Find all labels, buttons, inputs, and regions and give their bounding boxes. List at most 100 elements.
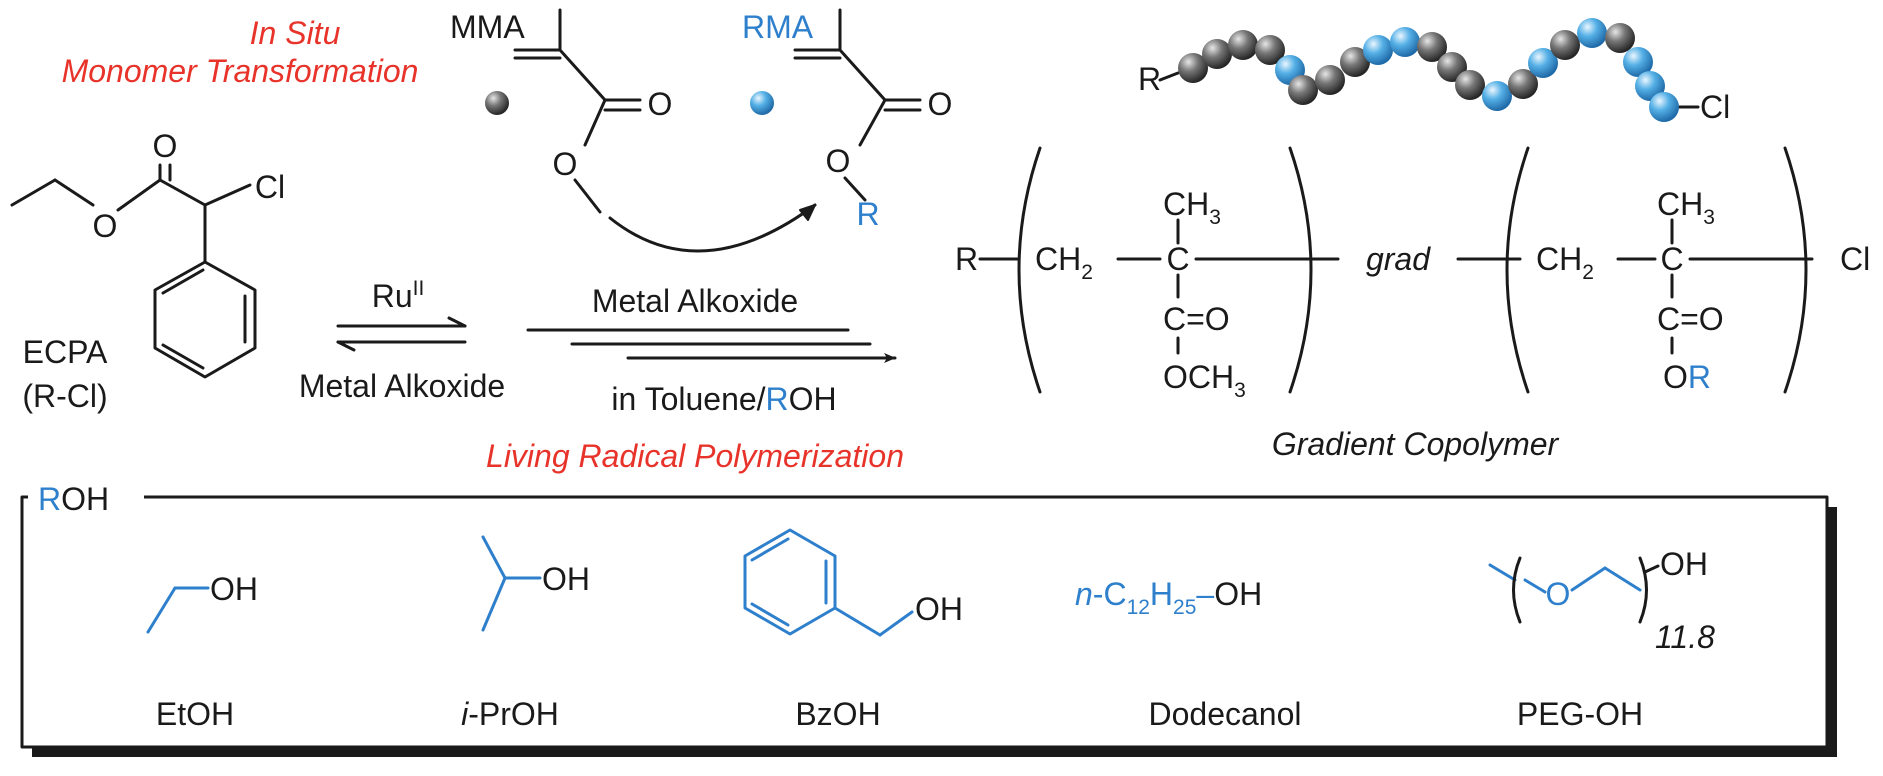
ch2-1-text: CH	[1035, 241, 1081, 277]
mma-carbonyl-bond	[558, 48, 607, 102]
copolymer-right-paren-1	[1288, 146, 1313, 394]
copolymer-ch2-2: CH2	[1536, 241, 1594, 284]
transformation-arrow	[608, 203, 817, 253]
ru-catalyst-label: RuII	[372, 277, 425, 314]
equilibrium-arrows: RuII Metal Alkoxide	[299, 277, 505, 404]
chain-bead	[1315, 65, 1345, 95]
chain-bead	[1508, 69, 1538, 99]
peg-oh: OH	[1660, 546, 1708, 582]
copolymer-co-2: C=O	[1657, 301, 1724, 337]
chain-bead	[1340, 47, 1370, 77]
ch2-2-text: CH	[1536, 241, 1582, 277]
iproh-structure: OH i-PrOH	[461, 535, 590, 732]
dodecanol-dash: –	[1196, 576, 1214, 612]
reverse-half-head	[336, 340, 356, 352]
mma-ester-bond	[583, 98, 607, 147]
chain-bead	[1228, 30, 1258, 60]
dodecanol-formula: n-C12H25–OH	[1075, 576, 1262, 619]
copolymer-left-paren-1	[1017, 146, 1042, 394]
ch3-1-text: CH	[1163, 186, 1209, 222]
chain-bead	[1255, 35, 1285, 65]
rma-bead-icon	[750, 91, 774, 115]
rma-ester-o: O	[826, 143, 851, 179]
copolymer-cl: Cl	[1840, 241, 1870, 277]
ch2-1-subscript: 2	[1081, 261, 1093, 284]
copolymer-or: OR	[1663, 359, 1711, 395]
mma-ester-o: O	[553, 146, 578, 182]
dodecanol-oh: OH	[1214, 576, 1262, 612]
ecpa-phenyl-ring	[153, 260, 257, 379]
dodecanol-h: H	[1150, 576, 1173, 612]
peg-bond-1	[1523, 578, 1547, 594]
gradient-chain-illustration: R Cl	[1138, 18, 1730, 125]
copolymer-c-1: C	[1166, 241, 1189, 277]
ch3-1-subscript: 3	[1209, 206, 1221, 229]
copolymer-left-paren-2	[1505, 146, 1530, 394]
forward-half-head	[447, 316, 467, 328]
iproh-name-rest: -PrOH	[468, 696, 559, 732]
dodecanol-h-sub: 25	[1173, 596, 1196, 619]
mma-carbonyl-o: O	[648, 86, 673, 122]
copolymer-c-2: C	[1660, 241, 1683, 277]
bzoh-o-bond	[878, 610, 914, 637]
rma-structure: RMA O O R	[742, 8, 953, 232]
peg-right-paren	[1638, 556, 1648, 624]
etoh-name: EtOH	[156, 696, 234, 732]
peg-name: PEG-OH	[1517, 696, 1643, 732]
chain-bead	[1623, 47, 1653, 77]
chain-cl-label: Cl	[1700, 89, 1730, 125]
or-o-text: O	[1663, 359, 1688, 395]
chain-bead	[1528, 48, 1558, 78]
ch3-2-subscript: 3	[1703, 206, 1715, 229]
och3-text: OCH	[1163, 359, 1234, 395]
bzoh-oh: OH	[915, 591, 963, 627]
copolymer-co-1: C=O	[1163, 301, 1230, 337]
chain-bead	[1363, 35, 1393, 65]
copolymer-right-paren-2	[1783, 146, 1808, 394]
peg-structure: O OH 11.8 PEG-OH	[1488, 546, 1715, 732]
chain-r-bond	[1158, 71, 1180, 82]
iproh-name-i: i	[461, 696, 469, 732]
ecpa-ester-o: O	[93, 208, 118, 244]
peg-oh-bond	[1643, 564, 1660, 574]
living-radical-label: Living Radical Polymerization	[486, 438, 904, 474]
rma-r: R	[742, 9, 765, 45]
etoh-structure: OH EtOH	[146, 571, 258, 732]
polymerization-arrows: Metal Alkoxide in Toluene/ROH Living Rad…	[486, 283, 904, 474]
peg-repeat-count: 11.8	[1655, 619, 1715, 655]
rma-ma: MA	[765, 9, 814, 45]
mma-structure: MMA O O	[450, 8, 673, 214]
ru-superscript: II	[413, 277, 425, 300]
ecpa-rcl: (R-Cl)	[22, 378, 107, 414]
roh-box-frame	[20, 495, 1829, 749]
solvent-label: in Toluene/ROH	[611, 381, 836, 417]
ru-text: Ru	[372, 278, 413, 314]
rma-ester-bond	[858, 98, 887, 147]
monomer-transformation-label: Monomer Transformation	[62, 53, 419, 89]
rma-label: RMA	[742, 9, 814, 45]
peg-methyl-bond	[1488, 563, 1517, 582]
ecpa-o-c-bond	[116, 178, 162, 212]
copolymer-och3: OCH3	[1163, 359, 1246, 402]
ecpa-name: ECPA	[23, 334, 108, 370]
chain-bead	[1550, 30, 1580, 60]
och3-subscript: 3	[1234, 379, 1246, 402]
peg-left-paren	[1512, 556, 1522, 624]
ch2-2-subscript: 2	[1582, 261, 1594, 284]
bzoh-name: BzOH	[795, 696, 880, 732]
transformation-arrowhead	[799, 204, 816, 221]
chain-bead	[1455, 70, 1485, 100]
chain-beads	[1178, 18, 1679, 122]
ecpa-ccl-bond	[203, 183, 252, 207]
ecpa-carbonyl-o: O	[153, 128, 178, 164]
rma-carbonyl-o: O	[928, 86, 953, 122]
solvent-prefix: in Toluene/	[611, 381, 765, 417]
dodecanol-c-sub: 12	[1127, 596, 1150, 619]
copolymer-grad-label: grad	[1366, 241, 1431, 277]
copolymer-ch3-1: CH3	[1163, 186, 1221, 229]
iproh-oh: OH	[542, 561, 590, 597]
solvent-oh: OH	[789, 381, 837, 417]
copolymer-ch2-1: CH2	[1035, 241, 1093, 284]
